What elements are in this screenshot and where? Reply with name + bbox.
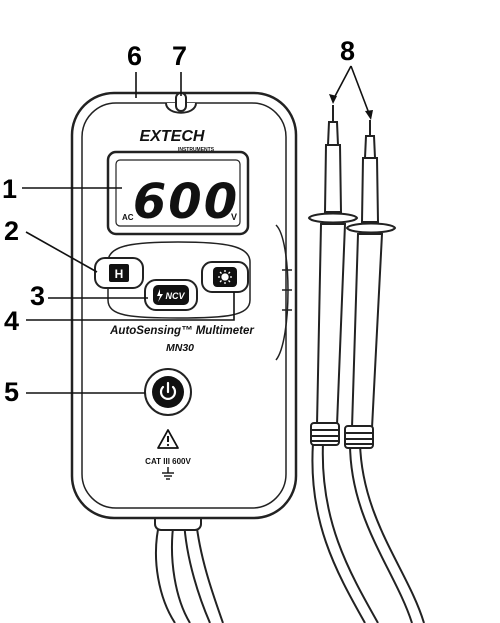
callout-5: 5 <box>4 377 19 407</box>
lcd-display <box>106 150 250 236</box>
hold-icon: H <box>115 267 124 281</box>
lcd-ac-indicator: AC <box>122 213 134 222</box>
ncv-button[interactable] <box>144 279 198 311</box>
button-cluster-outline <box>107 241 251 319</box>
hold-button[interactable] <box>94 257 144 289</box>
callout-3: 3 <box>30 281 45 311</box>
probe-cables <box>311 442 425 623</box>
probe-left <box>307 105 359 446</box>
lcd-volt-unit: V <box>231 212 237 222</box>
flashlight-button[interactable] <box>201 261 249 293</box>
flashlight-icon <box>218 270 232 284</box>
callout-1: 1 <box>2 174 17 204</box>
lightning-icon <box>157 289 163 302</box>
ground-icon <box>162 467 174 480</box>
callout-4: 4 <box>4 306 19 336</box>
callout-7: 7 <box>172 41 187 71</box>
meter-cables <box>154 511 224 623</box>
callout-6: 6 <box>127 41 142 71</box>
meter-model: MN30 <box>166 342 194 354</box>
callout-leaders <box>22 65 371 394</box>
callout-arrowheads <box>329 94 373 120</box>
category-rating: CAT III 600V <box>145 457 191 466</box>
callout-2: 2 <box>4 216 19 246</box>
lcd-reading: 600 <box>133 174 239 230</box>
meter-title: AutoSensing™ Multimeter <box>109 325 254 337</box>
probe-right <box>344 120 397 449</box>
brand-logo: EXTECH <box>140 128 205 145</box>
callout-8: 8 <box>340 36 355 66</box>
power-button[interactable] <box>144 368 192 416</box>
ncv-label: NCV <box>165 291 185 301</box>
brand-subtitle: INSTRUMENTS <box>178 147 215 153</box>
power-icon <box>159 381 177 400</box>
warning-icon <box>157 429 179 449</box>
